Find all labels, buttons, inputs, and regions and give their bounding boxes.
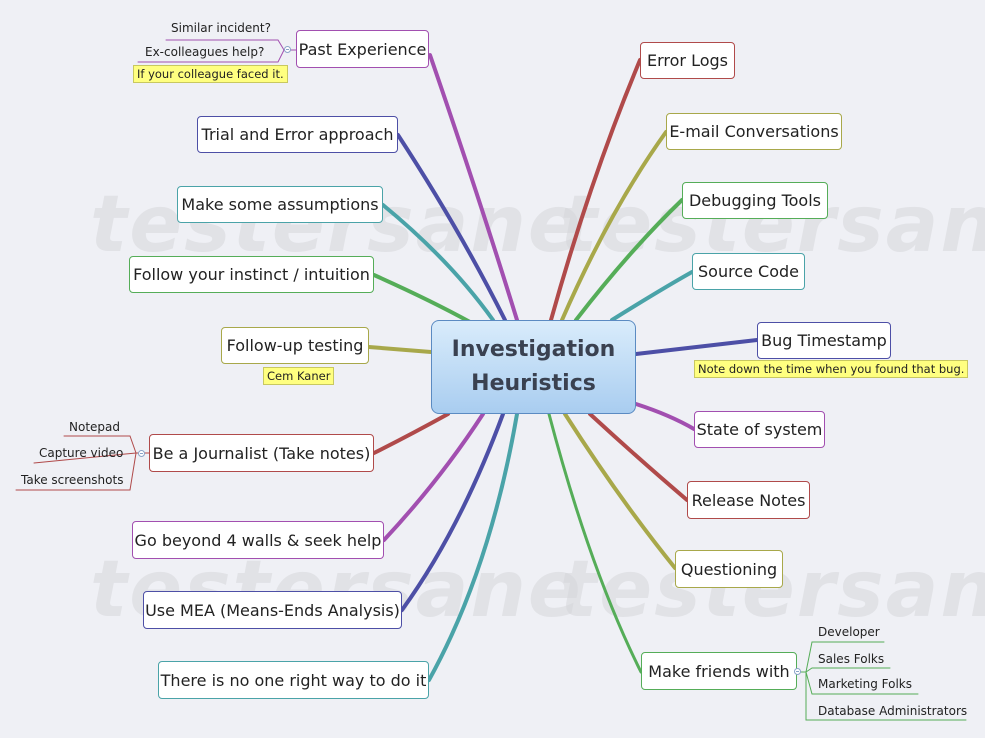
subtopic-similar-incident[interactable]: Similar incident? (171, 21, 271, 35)
topic-questioning[interactable]: Questioning (675, 550, 783, 588)
subtopic-notepad[interactable]: Notepad (69, 420, 120, 434)
connector-instinct (372, 273, 472, 324)
connector-mea (400, 412, 505, 612)
connector-email (560, 130, 668, 322)
connector-trial-error (396, 133, 507, 322)
topic-make-assumptions[interactable]: Make some assumptions (177, 186, 383, 223)
topic-past-experience[interactable]: Past Experience (296, 30, 429, 68)
connector-questioning (563, 412, 677, 570)
subtopic-database-administrators[interactable]: Database Administrators (818, 704, 968, 718)
topic-make-friends-with[interactable]: Make friends with (641, 652, 797, 690)
subtopic-sales-folks[interactable]: Sales Folks (818, 652, 885, 666)
central-topic[interactable]: Investigation Heuristics (431, 320, 636, 414)
topic-bug-timestamp[interactable]: Bug Timestamp (757, 322, 891, 359)
topic-follow-up-testing[interactable]: Follow-up testing (221, 327, 369, 364)
connector-bug-timestamp (634, 338, 759, 356)
note-past-experience: If your colleague faced it. (133, 65, 288, 83)
topic-email-conversations[interactable]: E-mail Conversations (666, 113, 842, 150)
topic-error-logs[interactable]: Error Logs (640, 42, 735, 79)
connector-assumptions (381, 203, 495, 322)
topic-follow-instinct[interactable]: Follow your instinct / intuition (129, 256, 374, 293)
connector-past-experience (428, 53, 519, 322)
topic-source-code[interactable]: Source Code (692, 253, 805, 290)
topic-trial-and-error[interactable]: Trial and Error approach (197, 116, 398, 153)
connector-debugging (574, 198, 684, 322)
topic-state-of-system[interactable]: State of system (694, 411, 825, 448)
topic-use-mea[interactable]: Use MEA (Means-Ends Analysis) (143, 591, 402, 629)
connector-make-friends (547, 412, 643, 674)
connector-release-notes (588, 412, 689, 502)
subtopic-capture-video[interactable]: Capture video (39, 446, 124, 460)
connector-beyond-walls (382, 412, 485, 542)
subtopic-take-screenshots[interactable]: Take screenshots (21, 473, 124, 487)
note-bug-timestamp: Note down the time when you found that b… (694, 360, 969, 378)
topic-debugging-tools[interactable]: Debugging Tools (682, 182, 828, 219)
topic-no-one-right-way[interactable]: There is no one right way to do it (158, 661, 429, 699)
collapse-make-friends-icon[interactable] (794, 668, 801, 675)
subtopic-marketing-folks[interactable]: Marketing Folks (818, 677, 912, 691)
note-cem-kaner: Cem Kaner (263, 367, 335, 385)
subtopic-developer[interactable]: Developer (818, 625, 880, 639)
connector-no-one-way (427, 412, 519, 682)
collapse-past-experience-icon[interactable] (284, 46, 291, 53)
central-topic-line1: Investigation (451, 337, 616, 362)
connector-followup (367, 345, 433, 354)
subtopic-ex-colleagues-help[interactable]: Ex-colleagues help? (145, 45, 265, 59)
connector-error-logs (549, 58, 642, 322)
connector-source-code (610, 270, 694, 322)
connector-state-of-system (634, 402, 696, 431)
connector-journalist (372, 412, 450, 455)
collapse-journalist-icon[interactable] (138, 450, 145, 457)
topic-be-a-journalist[interactable]: Be a Journalist (Take notes) (149, 434, 374, 472)
topic-release-notes[interactable]: Release Notes (687, 481, 810, 519)
central-topic-line2: Heuristics (471, 371, 596, 396)
topic-go-beyond-4-walls[interactable]: Go beyond 4 walls & seek help (132, 521, 384, 559)
